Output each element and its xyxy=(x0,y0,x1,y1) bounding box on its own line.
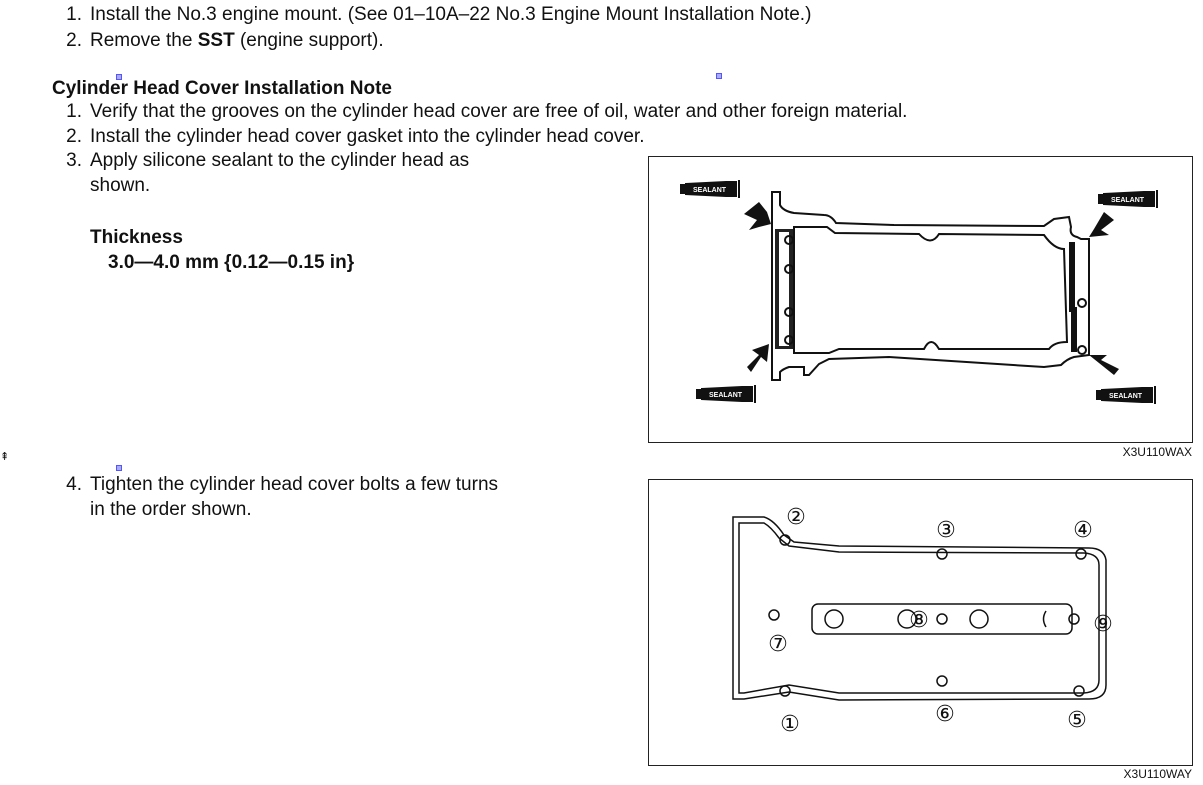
figure-caption: X3U110WAX xyxy=(1122,445,1192,459)
svg-text:⑥: ⑥ xyxy=(935,702,955,727)
anchor-marker xyxy=(716,73,722,79)
sealant-application-figure: SEALANT SEALANT SEALANT SEALANT xyxy=(648,156,1193,443)
svg-text:④: ④ xyxy=(1073,518,1093,543)
svg-text:SEALANT: SEALANT xyxy=(1111,197,1145,204)
step-number: 1. xyxy=(66,4,82,25)
sealant-tube-icons: SEALANT SEALANT SEALANT SEALANT xyxy=(680,180,1158,404)
svg-text:⑦: ⑦ xyxy=(768,632,788,657)
step-number: 2. xyxy=(66,126,82,147)
spec-label: Thickness xyxy=(90,227,183,248)
step-number: 1. xyxy=(66,101,82,122)
svg-text:③: ③ xyxy=(936,518,956,543)
step-number: 3. xyxy=(66,150,82,171)
svg-text:②: ② xyxy=(786,505,806,530)
spec-value: 3.0—4.0 mm {0.12—0.15 in} xyxy=(108,252,355,273)
svg-text:SEALANT: SEALANT xyxy=(709,392,743,399)
figure-caption: X3U110WAY xyxy=(1123,767,1192,781)
step-text-pre: Remove the xyxy=(90,30,198,51)
svg-text:①: ① xyxy=(780,712,800,737)
arrow-icons xyxy=(744,202,1119,375)
cursor-icon: ⇞ xyxy=(0,451,10,463)
step-text-post: (engine support). xyxy=(234,30,384,51)
anchor-marker xyxy=(116,465,122,471)
sst-label: SST xyxy=(197,30,235,51)
gasket-outline xyxy=(771,191,1090,381)
bolt-order-numbers: ① ② ③ ④ ⑤ ⑥ ⑦ ⑧ ⑨ xyxy=(768,505,1113,737)
step-text: Install the No.3 engine mount. (See 01–1… xyxy=(90,4,812,25)
bolt-holes xyxy=(768,534,1087,697)
svg-text:SEALANT: SEALANT xyxy=(1109,393,1143,400)
svg-text:⑤: ⑤ xyxy=(1067,708,1087,733)
step-number: 2. xyxy=(66,30,82,51)
step-text: in the order shown. xyxy=(90,499,252,520)
anchor-marker xyxy=(116,74,122,80)
step-text: Apply silicone sealant to the cylinder h… xyxy=(90,150,470,171)
step-text: Install the cylinder head cover gasket i… xyxy=(90,126,645,147)
step-number: 4. xyxy=(66,474,82,495)
step-text: Remove the SST (engine support). xyxy=(90,30,384,52)
bolt-order-figure: ① ② ③ ④ ⑤ ⑥ ⑦ ⑧ ⑨ xyxy=(648,479,1193,766)
svg-text:⑧: ⑧ xyxy=(909,608,929,633)
svg-text:SEALANT: SEALANT xyxy=(693,187,727,194)
step-text: shown. xyxy=(90,175,151,196)
svg-text:⑨: ⑨ xyxy=(1093,612,1113,637)
step-text: Verify that the grooves on the cylinder … xyxy=(90,101,908,122)
step-text: Tighten the cylinder head cover bolts a … xyxy=(90,474,499,495)
section-title: Cylinder Head Cover Installation Note xyxy=(52,78,392,99)
